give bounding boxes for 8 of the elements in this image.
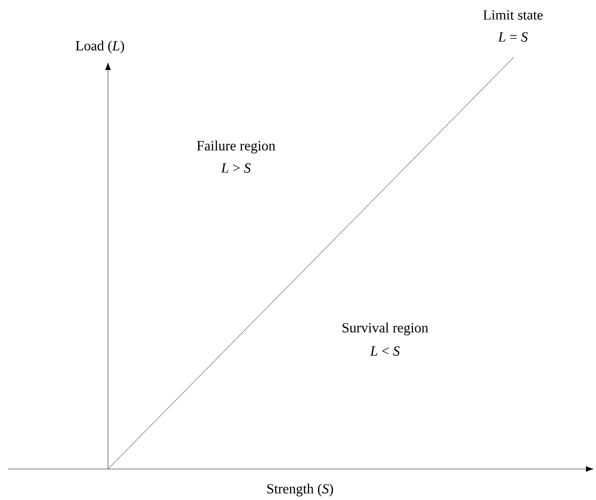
- equation-label: L < S: [370, 346, 400, 356]
- region-label: Survival region: [342, 322, 428, 336]
- axis-label: Strength (S): [267, 484, 334, 496]
- equation-label: L > S: [221, 163, 251, 173]
- region-label: Failure region: [196, 140, 276, 154]
- region-label: Limit state: [483, 10, 543, 20]
- equation-label: L = S: [498, 32, 528, 42]
- axis-label: Load (L): [76, 40, 124, 54]
